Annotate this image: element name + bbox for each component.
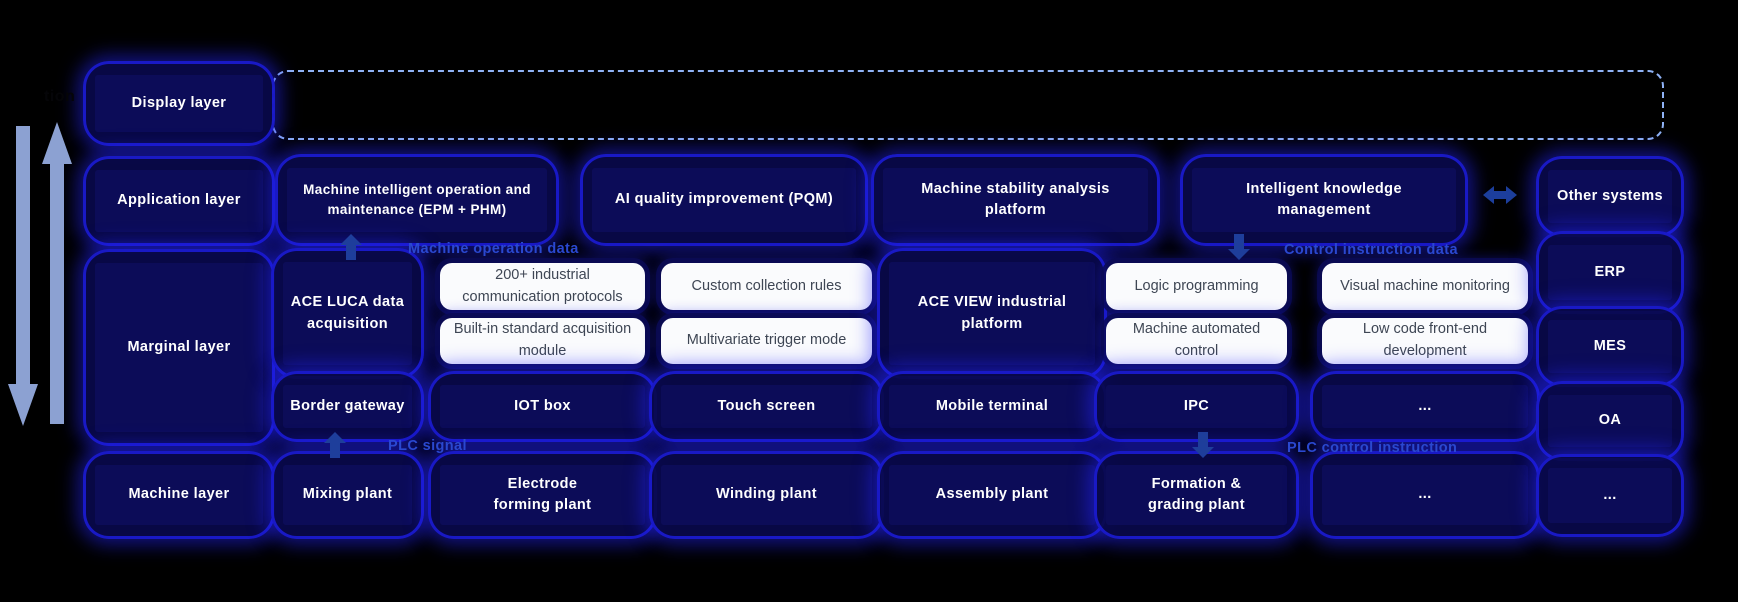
app-box-intelligent-knowledge-mgmt: Intelligent knowledge management (1180, 154, 1468, 246)
machine-box-ellipsis: ... (1310, 451, 1540, 539)
flow-label-control-instruction-data: Control instruction data (1284, 242, 1458, 258)
display-layer-dashed-frame (272, 70, 1664, 140)
device-box-mobile-terminal: Mobile terminal (877, 371, 1107, 442)
app-box-ai-quality-improvement: AI quality improvement (PQM) (580, 154, 868, 246)
layer-box-application: Application layer (83, 156, 275, 246)
layer-box-display: Display layer (83, 61, 275, 146)
system-box-other-systems: Other systems (1536, 156, 1684, 237)
system-box-erp: ERP (1536, 231, 1684, 314)
plc-signal-up-arrow-icon (324, 432, 346, 458)
device-box-border-gateway: Border gateway (271, 371, 424, 442)
machine-box-electrode-forming-plant: Electrode forming plant (428, 451, 657, 539)
flow-label-machine-operation-data: Machine operation data (408, 241, 579, 257)
machine-box-assembly-plant: Assembly plant (877, 451, 1107, 539)
machine-box-formation-grading-plant: Formation & grading plant (1094, 451, 1299, 539)
plc-control-down-arrow-icon (1192, 432, 1214, 458)
feature-chip-custom-collection-rules: Custom collection rules (661, 263, 872, 310)
flow-label-plc-signal: PLC signal (388, 438, 467, 454)
layer-box-machine: Machine layer (83, 451, 275, 539)
system-box-ellipsis: ... (1536, 454, 1684, 537)
systems-sync-arrow-icon (1483, 186, 1517, 204)
feature-chip-builtin-acquisition-module: Built-in standard acquisition module (440, 318, 645, 364)
system-box-oa: OA (1536, 381, 1684, 461)
platform-box-ace-luca: ACE LUCA data acquisition (271, 248, 424, 379)
flow-label-plc-control-instruction: PLC control instruction (1287, 440, 1458, 456)
device-box-touch-screen: Touch screen (649, 371, 884, 442)
machine-box-winding-plant: Winding plant (649, 451, 884, 539)
cutoff-edge-label: tion (44, 88, 76, 105)
feature-chip-visual-machine-monitoring: Visual machine monitoring (1322, 263, 1528, 310)
feature-chip-multivariate-trigger-mode: Multivariate trigger mode (661, 318, 872, 364)
device-box-ellipsis: ... (1310, 371, 1540, 442)
layer-box-marginal: Marginal layer (83, 249, 275, 446)
machine-operation-up-arrow-icon (340, 234, 362, 260)
feature-chip-logic-programming: Logic programming (1106, 263, 1287, 310)
machine-box-mixing-plant: Mixing plant (271, 451, 424, 539)
feature-chip-industrial-protocols: 200+ industrial communication protocols (440, 263, 645, 310)
data-down-arrow-icon (8, 126, 38, 426)
device-box-ipc: IPC (1094, 371, 1299, 442)
feature-chip-low-code-frontend: Low code front-end development (1322, 318, 1528, 364)
system-box-mes: MES (1536, 306, 1684, 387)
platform-box-ace-view: ACE VIEW industrial platform (877, 248, 1107, 379)
data-up-arrow-icon (42, 122, 72, 424)
control-instruction-down-arrow-icon (1228, 234, 1250, 260)
app-box-machine-intelligent-om: Machine intelligent operation and mainte… (275, 154, 559, 246)
feature-chip-machine-automated-control: Machine automated control (1106, 318, 1287, 364)
app-box-machine-stability-platform: Machine stability analysis platform (871, 154, 1160, 246)
device-box-iot-box: IOT box (428, 371, 657, 442)
